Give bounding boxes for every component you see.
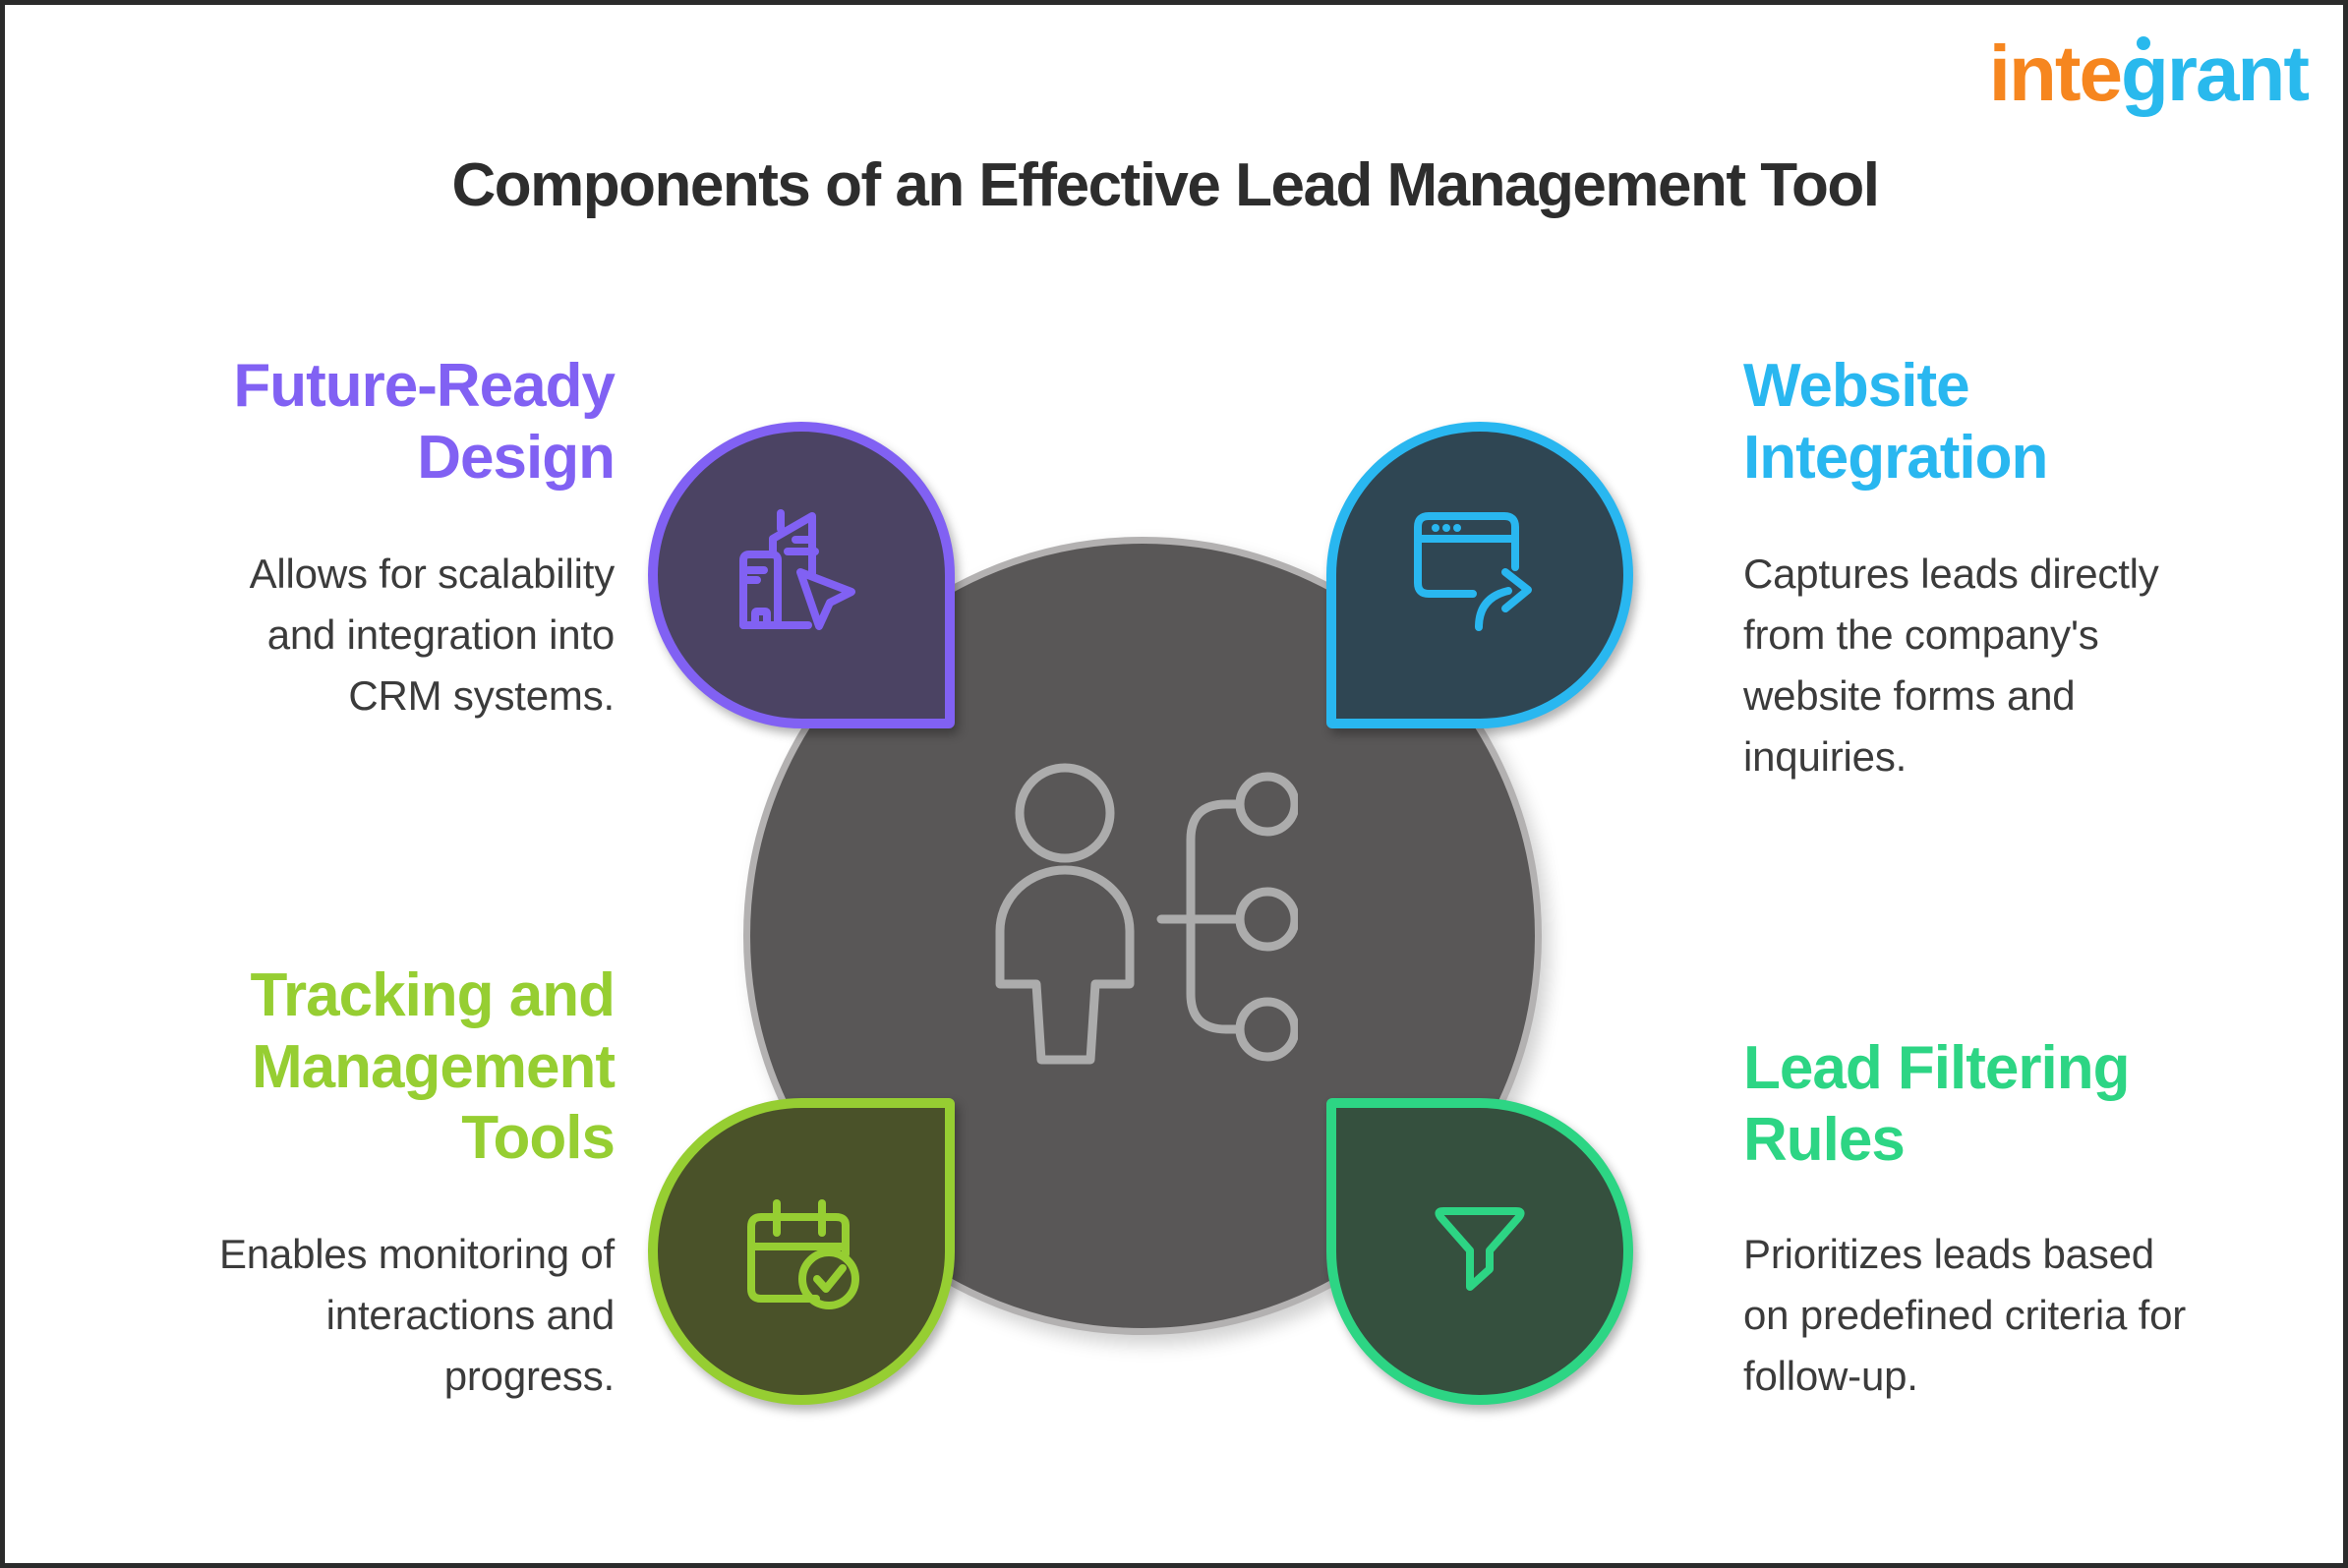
person-hierarchy-icon [993, 762, 1298, 1067]
body-website-integration: Captures leads directly from the company… [1743, 551, 2159, 781]
browser-redirect-icon [1414, 512, 1532, 631]
pod-website-integration [1326, 422, 1633, 728]
heading-website-integration: Website Integration [1743, 352, 2048, 492]
logo-part-rest: rant [2166, 29, 2310, 117]
body-future-ready-design: Allows for scalability and integration i… [249, 551, 616, 720]
heading-future-ready-design: Future-Ready Design [233, 352, 616, 492]
body-lead-filtering-rules: Prioritizes leads based on predefined cr… [1743, 1231, 2187, 1400]
heading-tracking-management-tools: Tracking and Management Tools [250, 961, 616, 1173]
buildings-cursor-icon [739, 509, 855, 630]
heading-lead-filtering-rules: Lead Filtering Rules [1743, 1034, 2130, 1174]
pod-tracking-management-tools [648, 1098, 955, 1405]
pod-lead-filtering-rules [1326, 1098, 1633, 1405]
calendar-check-icon [747, 1199, 859, 1309]
integrant-logo: integrant [1988, 29, 2310, 117]
page-title: Components of an Effective Lead Manageme… [451, 151, 1880, 219]
pod-future-ready-design [648, 422, 955, 728]
body-tracking-management-tools: Enables monitoring of interactions and p… [218, 1231, 615, 1400]
logo-part-orange: inte [1988, 29, 2123, 117]
funnel-icon [1435, 1207, 1525, 1291]
logo-part-g: g [2120, 29, 2169, 117]
